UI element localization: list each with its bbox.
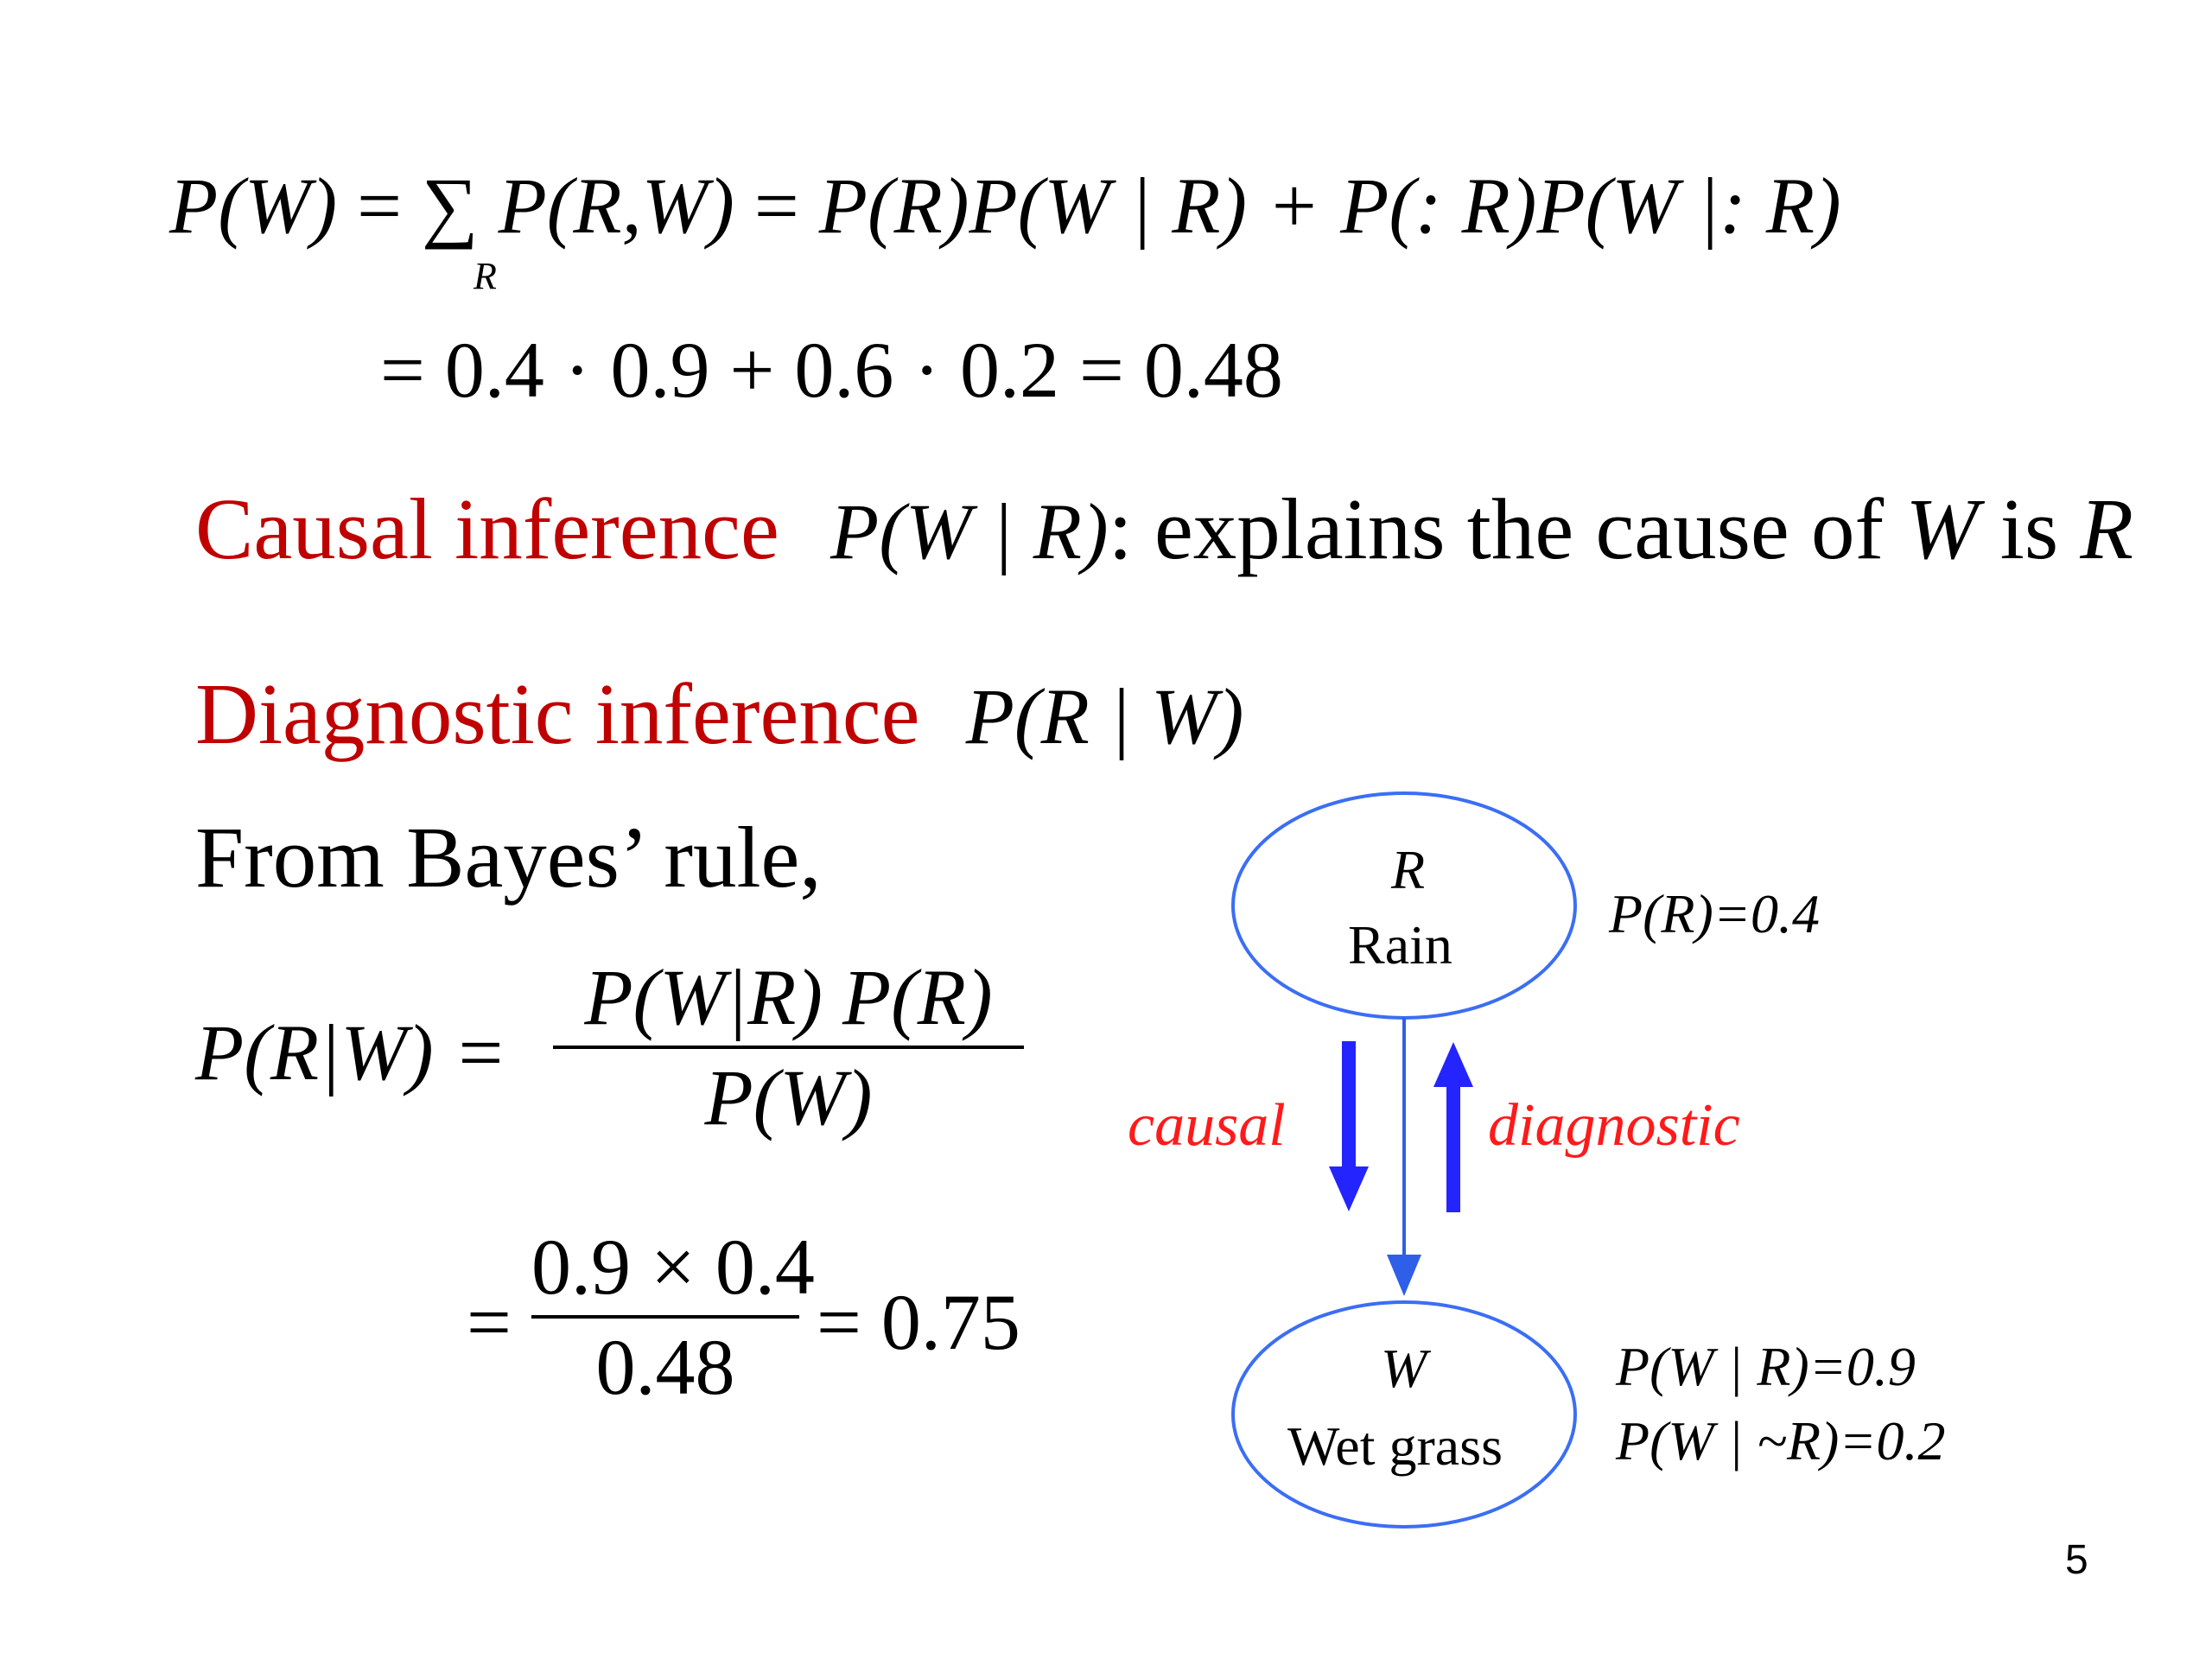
diagnostic-expr: P(R | W) — [965, 672, 1244, 760]
bayes-lhs: P(R|W) = — [195, 1008, 507, 1096]
pw-equation-line1: P(W) = ∑ P(R,W) = P(R)P(W | R) + P(: R)P… — [169, 166, 1841, 245]
node-rain-var: R — [1391, 839, 1426, 900]
bayes-numerator: P(W|R) P(R) — [584, 953, 993, 1041]
causal-arrow-shaft — [1342, 1041, 1356, 1169]
bayes-numeric-denominator: 0.48 — [595, 1323, 735, 1411]
bayes-fraction: P(W|R) P(R) P(W) — [553, 957, 1024, 1137]
pw-lhs: P(W) — [169, 162, 338, 250]
causal-label: causal — [1128, 1092, 1286, 1159]
bayes-numeric-numerator: 0.9 × 0.4 — [531, 1223, 815, 1311]
causal-text-a: : explains the cause of — [1108, 480, 1906, 577]
bayes-intro: From Bayes’ rule, — [195, 809, 822, 906]
node-wet-name: Wet grass — [1287, 1415, 1503, 1477]
diagnostic-arrow-icon — [1433, 1042, 1473, 1087]
diagnostic-inference-line: Diagnostic inference P(R | W) — [195, 671, 1243, 758]
prob-rain: P(R)=0.4 — [1609, 883, 1820, 944]
pw-equation-line2: = 0.4 · 0.9 + 0.6 · 0.2 = 0.48 — [380, 326, 1283, 414]
sum-subscript: R — [474, 255, 497, 297]
causal-inference-line: Causal inference P(W | R): explains the … — [195, 486, 2133, 573]
bayes-eq: = — [467, 1278, 512, 1366]
pw-eq2: = — [753, 162, 799, 250]
diagnostic-inference-label: Diagnostic inference — [195, 665, 920, 762]
prob-wet-given-rain: P(W | R)=0.9 — [1616, 1336, 1916, 1397]
causal-arrow-icon — [1329, 1166, 1369, 1211]
pw-joint: P(R,W) — [498, 162, 734, 250]
causal-expr: P(W | R) — [830, 487, 1109, 575]
pw-eq1: = — [357, 162, 402, 250]
edge-arrowhead — [1387, 1255, 1421, 1296]
sum-symbol: ∑ — [422, 162, 479, 250]
pw-expansion: P(R)P(W | R) + P(: R)P(W |: R) — [818, 162, 1841, 250]
node-rain-name: Rain — [1348, 914, 1452, 976]
bayes-result: = 0.75 — [817, 1278, 1020, 1366]
node-rain — [1231, 791, 1577, 1020]
bayes-denominator: P(W) — [704, 1053, 873, 1141]
prob-wet-given-not-rain: P(W | ~R)=0.2 — [1616, 1410, 1946, 1471]
fraction-bar-2 — [531, 1315, 799, 1319]
page-number: 5 — [2065, 1537, 2088, 1583]
causal-text-b: is — [1978, 480, 2081, 577]
causal-inference-label: Causal inference — [195, 480, 779, 577]
diagnostic-arrow-shaft — [1446, 1084, 1460, 1212]
fraction-bar — [553, 1046, 1024, 1049]
causal-var-r: R — [2080, 480, 2134, 577]
node-wet-grass — [1231, 1300, 1577, 1529]
diagnostic-label: diagnostic — [1488, 1092, 1740, 1159]
bayes-numeric-fraction: 0.9 × 0.4 0.48 — [531, 1223, 815, 1411]
node-wet-var: W — [1381, 1338, 1427, 1399]
causal-var-w: W — [1905, 480, 1979, 577]
